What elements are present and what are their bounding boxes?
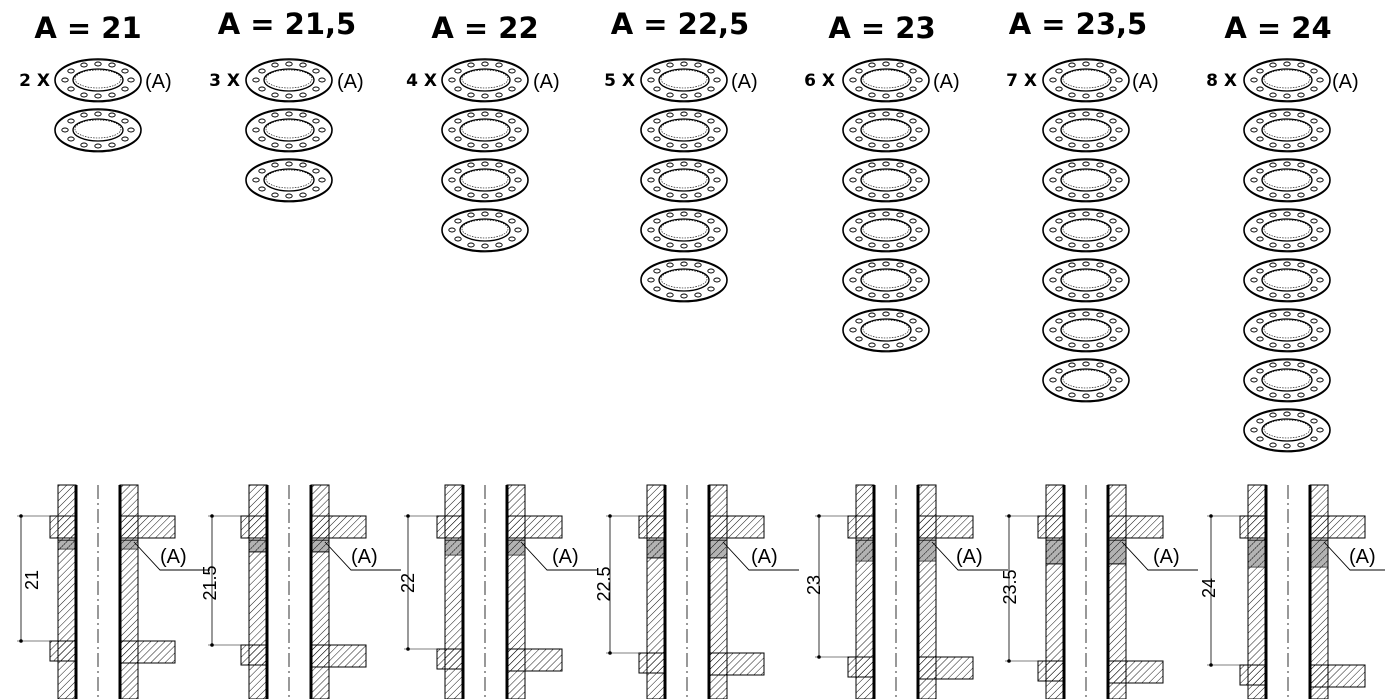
dimension-label-a22: 22	[398, 573, 418, 593]
dimension-label-a21: 21	[22, 570, 42, 590]
column-title-a23: A = 23	[828, 11, 935, 45]
shim-washer-icon	[54, 108, 142, 153]
washer-multiplier-a22: 4 X	[406, 71, 437, 91]
flange-section-view	[1005, 484, 1198, 699]
shim-washer-icon	[1042, 108, 1130, 153]
shim-washer-icon	[1243, 258, 1331, 303]
section-ref-label-a23-5: (A)	[1153, 546, 1180, 568]
washer-ref-label-a21: (A)	[145, 71, 172, 93]
column-title-a21-5: A = 21,5	[218, 7, 357, 41]
shim-washer-icon	[842, 258, 930, 303]
flange-section-view	[1207, 484, 1385, 699]
washer-multiplier-a21: 2 X	[19, 71, 50, 91]
shim-washer-icon	[640, 258, 728, 303]
dimension-label-a23: 23	[804, 575, 824, 595]
shim-washer-icon	[1243, 408, 1331, 453]
shim-washer-icon	[640, 158, 728, 203]
shim-washer-icon	[441, 158, 529, 203]
shim-washer-icon	[1243, 158, 1331, 203]
washer-multiplier-a22-5: 5 X	[604, 71, 635, 91]
section-ref-label-a21: (A)	[160, 546, 187, 568]
shim-washer-icon	[842, 158, 930, 203]
washer-multiplier-a21-5: 3 X	[209, 71, 240, 91]
washer-ref-label-a23: (A)	[933, 71, 960, 93]
washer-ref-label-a24: (A)	[1332, 71, 1359, 93]
column-title-a23-5: A = 23,5	[1009, 7, 1148, 41]
washer-ref-label-a22-5: (A)	[731, 71, 758, 93]
flange-section-view	[815, 484, 1008, 699]
washer-multiplier-a24: 8 X	[1206, 71, 1237, 91]
column-title-a22: A = 22	[431, 11, 538, 45]
washer-ref-label-a23-5: (A)	[1132, 71, 1159, 93]
shim-washer-icon	[441, 58, 529, 103]
section-ref-label-a22-5: (A)	[751, 546, 778, 568]
column-title-a24: A = 24	[1224, 11, 1331, 45]
shim-washer-icon	[245, 158, 333, 203]
shim-washer-icon	[842, 58, 930, 103]
shim-washer-icon	[1042, 258, 1130, 303]
shim-washer-icon	[842, 208, 930, 253]
shim-washer-icon	[1042, 158, 1130, 203]
shim-washer-icon	[1042, 208, 1130, 253]
dimension-label-a21-5: 21.5	[200, 565, 220, 600]
shim-washer-icon	[640, 58, 728, 103]
shim-washer-icon	[640, 208, 728, 253]
shim-washer-icon	[1243, 308, 1331, 353]
shim-washer-icon	[1042, 358, 1130, 403]
washer-multiplier-a23: 6 X	[804, 71, 835, 91]
dimension-label-a24: 24	[1199, 578, 1219, 598]
washer-multiplier-a23-5: 7 X	[1006, 71, 1037, 91]
section-ref-label-a21-5: (A)	[351, 546, 378, 568]
dimension-label-a22-5: 22.5	[594, 566, 614, 601]
section-views	[17, 484, 1385, 699]
shim-washer-icon	[1243, 58, 1331, 103]
column-title-a22-5: A = 22,5	[611, 7, 750, 41]
shim-washer-icon	[441, 108, 529, 153]
shim-washer-icon	[842, 308, 930, 353]
shim-washer-icon	[640, 108, 728, 153]
flange-section-view	[208, 484, 401, 699]
shim-washer-icon	[1243, 108, 1331, 153]
shim-washer-icon	[842, 108, 930, 153]
section-ref-label-a22: (A)	[552, 546, 579, 568]
column-title-a21: A = 21	[34, 11, 141, 45]
shim-washer-icon	[1243, 358, 1331, 403]
shim-washer-icon	[1042, 58, 1130, 103]
washer-ref-label-a22: (A)	[533, 71, 560, 93]
shim-washer-icon	[54, 58, 142, 103]
shim-washer-icon	[245, 58, 333, 103]
flange-section-view	[17, 484, 210, 699]
washer-ref-label-a21-5: (A)	[337, 71, 364, 93]
flange-section-view	[404, 484, 597, 699]
washer-stacks	[54, 58, 1331, 453]
shim-washer-icon	[441, 208, 529, 253]
shim-washer-icon	[1042, 308, 1130, 353]
shim-washer-icon	[245, 108, 333, 153]
shim-washer-icon	[1243, 208, 1331, 253]
section-ref-label-a23: (A)	[956, 546, 983, 568]
dimension-label-a23-5: 23.5	[1000, 569, 1020, 604]
flange-section-view	[606, 484, 799, 699]
section-ref-label-a24: (A)	[1349, 546, 1376, 568]
